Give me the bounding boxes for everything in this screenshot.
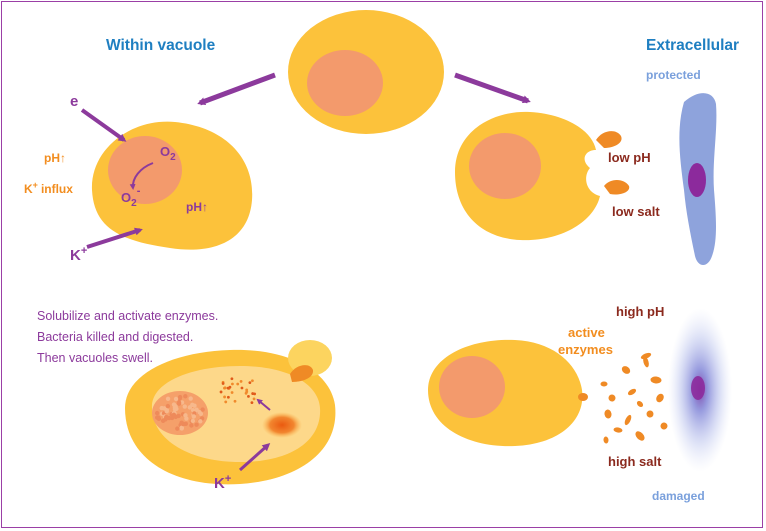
protected-bacterium — [679, 93, 717, 265]
label-electron: e — [70, 93, 78, 110]
extracellular-cell-protected — [455, 111, 630, 241]
digested-bacterium — [152, 391, 208, 435]
granule — [578, 393, 588, 401]
vacuole-cell-nucleus — [108, 136, 182, 204]
label-active: active — [568, 325, 605, 340]
note-line-2: Bacteria killed and digested. — [37, 330, 193, 344]
swollen-vacuole — [151, 366, 321, 462]
extracellular-cell-damaging — [428, 339, 588, 447]
degradation-fragments — [219, 377, 257, 405]
arrow-to-vacuole — [197, 72, 276, 106]
potassium-arrow-upper — [86, 227, 143, 249]
active-enzyme-spot — [262, 412, 302, 438]
swollen-vacuole-cell — [125, 340, 336, 485]
released-enzymes — [600, 352, 668, 444]
label-k-influx: K+influx — [24, 180, 73, 196]
label-low-ph: low pH — [608, 150, 651, 165]
protected-bacterium-nucleus — [688, 163, 706, 197]
label-protected: protected — [646, 68, 701, 82]
note-line-3: Then vacuoles swell. — [37, 351, 153, 365]
arrow-to-extracellular — [454, 72, 531, 104]
note-line-1: Solubilize and activate enzymes. — [37, 309, 218, 323]
potassium-arrow-lower — [239, 443, 271, 472]
resting-cell — [288, 10, 444, 134]
label-ph-rise-left: pH↑ — [44, 151, 66, 165]
superoxide-conversion-arrow — [129, 162, 154, 190]
resting-cell-nucleus — [307, 50, 383, 116]
damaged-bacterium — [668, 308, 732, 472]
label-high-salt: high salt — [608, 454, 662, 469]
label-oxygen: O2 — [160, 144, 176, 163]
label-potassium-upper: K+ — [70, 245, 87, 264]
granule — [290, 365, 314, 382]
digested-bacterium-texture — [154, 394, 205, 431]
vacuole-cell — [91, 121, 253, 250]
label-superoxide: O2- — [121, 185, 141, 209]
fragment-arrow — [256, 398, 271, 411]
granule — [604, 180, 630, 195]
header-within-vacuole: Within vacuole — [106, 37, 216, 54]
label-potassium-lower: K+ — [214, 473, 231, 492]
label-ph-rise-right: pH↑ — [186, 200, 208, 214]
label-enzymes: enzymes — [558, 342, 613, 357]
granule — [596, 131, 622, 148]
header-extracellular: Extracellular — [646, 37, 739, 54]
label-damaged: damaged — [652, 489, 705, 503]
label-low-salt: low salt — [612, 204, 660, 219]
label-high-ph: high pH — [616, 304, 664, 319]
electron-arrow — [80, 108, 127, 142]
